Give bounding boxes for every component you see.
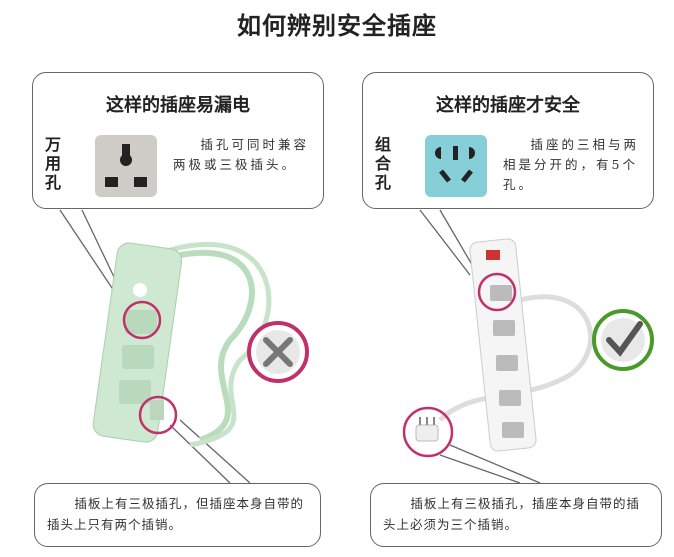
safe-info-box: 这样的插座才安全 组合孔 插座的三相与两相是分开的，有5个孔。 — [362, 72, 654, 209]
unsafe-heading: 这样的插座易漏电 — [106, 95, 250, 116]
combo-socket-label: 组合孔 — [375, 135, 392, 192]
pointer-line — [59, 209, 121, 301]
page-title: 如何辨别安全插座 — [237, 11, 437, 40]
unsafe-note: 插板上有三极插孔，但插座本身自带的插头上只有两个插销。 — [47, 496, 305, 532]
safe-note-box: 插板上有三极插孔，插座本身自带的插头上必须为三个插销。 — [370, 483, 662, 547]
pointer-line — [439, 454, 521, 484]
pointer-line — [169, 424, 231, 484]
universal-socket-label: 万用孔 — [45, 135, 62, 192]
unsafe-power-strip — [92, 242, 272, 448]
unsafe-note-box: 插板上有三极插孔，但插座本身自带的插头上只有两个插销。 — [34, 483, 321, 547]
pointer-line — [179, 419, 251, 484]
unsafe-description: 插孔可同时兼容两极或三极插头。 — [173, 137, 310, 172]
cross-icon — [247, 321, 309, 383]
safe-power-strip — [402, 238, 594, 458]
safe-note: 插板上有三极插孔，插座本身自带的插头上必须为三个插销。 — [383, 496, 641, 532]
pointer-line — [419, 209, 471, 276]
combo-socket-icon — [425, 135, 487, 197]
check-icon — [592, 309, 654, 371]
safe-description: 插座的三相与两相是分开的，有5个孔。 — [503, 137, 640, 192]
universal-socket-icon — [95, 135, 157, 197]
safe-heading: 这样的插座才安全 — [436, 95, 580, 116]
unsafe-info-box: 这样的插座易漏电 万用孔 插孔可同时兼容两极或三极插头。 — [32, 72, 324, 209]
pointer-line — [449, 444, 541, 484]
